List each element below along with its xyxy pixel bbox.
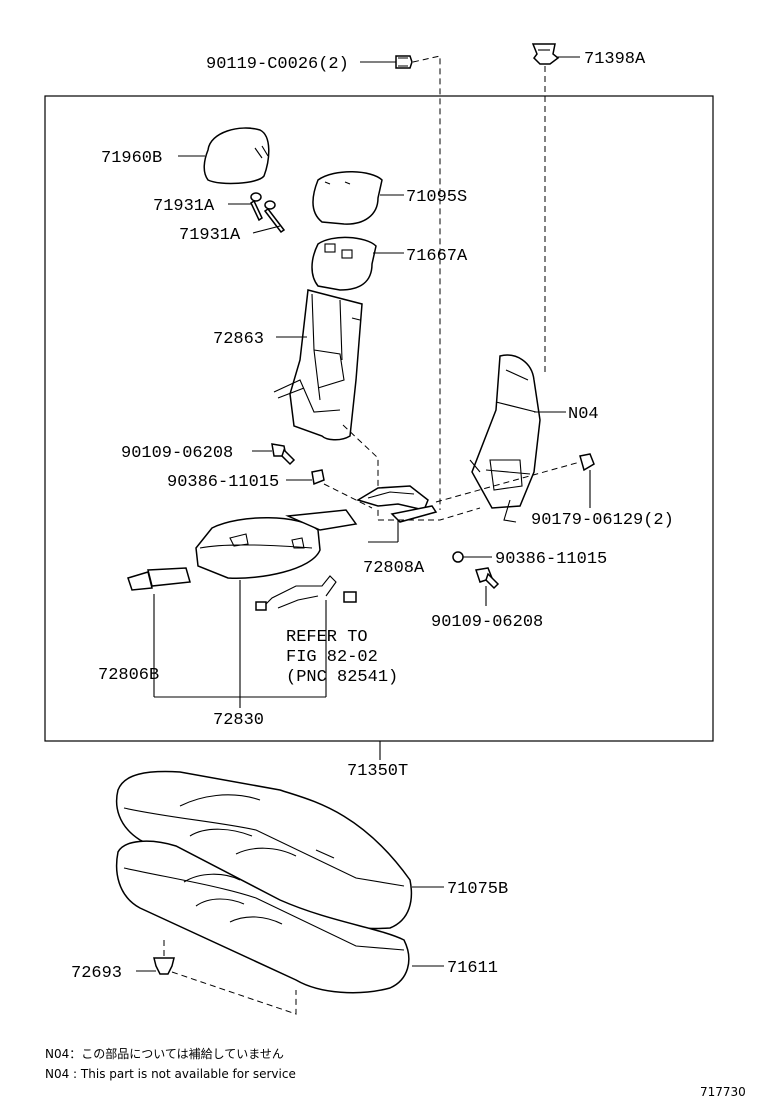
label-72830: 72830 [213,711,264,730]
assembly-frame [44,95,714,742]
armrest-cover-71095s [312,171,383,225]
bolt-90109-b [475,567,500,590]
label-90119-c0026: 90119-C0026(2) [206,55,349,74]
label-71350t: 71350T [347,762,408,781]
label-71398a: 71398A [584,50,646,69]
label-90109-06208-a: 90109-06208 [121,444,233,463]
label-71667a: 71667A [406,247,468,266]
seat-module-72830 [195,509,358,579]
label-refer-to: REFER TO [286,628,368,647]
label-90179-06129: 90179-06129(2) [531,511,674,530]
label-refer-pnc: (PNC 82541) [286,668,398,687]
label-71931a-1: 71931A [153,197,215,216]
label-72806b: 72806B [98,666,159,685]
label-71095s: 71095S [406,188,467,207]
bracket-72806b [127,567,191,591]
wire-harness [255,575,357,611]
nut-90179 [579,453,595,472]
note-japanese: N04：この部品については補給していません [45,1046,284,1061]
label-90109-06208-b: 90109-06208 [431,613,543,632]
bolt-90109-a [271,443,296,466]
label-72863: 72863 [213,330,264,349]
label-71960b: 71960B [101,149,162,168]
headrest-71960b [203,127,270,185]
label-90386-11015-b: 90386-11015 [495,550,607,569]
armrest-frame-72863 [273,289,363,441]
clip-72693 [153,957,175,975]
label-71611: 71611 [447,959,498,978]
figure-id: 717730 [700,1085,746,1099]
nut-90386-b [452,551,464,563]
label-71931a-2: 71931A [179,226,241,245]
label-71075b: 71075B [447,880,508,899]
seat-pad-71611 [115,840,410,994]
label-72808a: 72808A [363,559,425,578]
note-english: N04 : This part is not available for ser… [45,1067,296,1081]
nut-90386-a [311,469,325,486]
label-90386-11015-a: 90386-11015 [167,473,279,492]
armrest-pad-71667a [311,236,377,291]
bracket-72808a [356,485,438,523]
seatback-frame-n04 [469,354,541,523]
label-refer-fig: FIG 82-02 [286,648,378,667]
clip-71398a [531,43,560,65]
label-n04: N04 [568,405,599,424]
bolt-90119 [395,55,413,69]
seat-cushion-71075b [115,770,413,930]
label-72693: 72693 [71,964,122,983]
